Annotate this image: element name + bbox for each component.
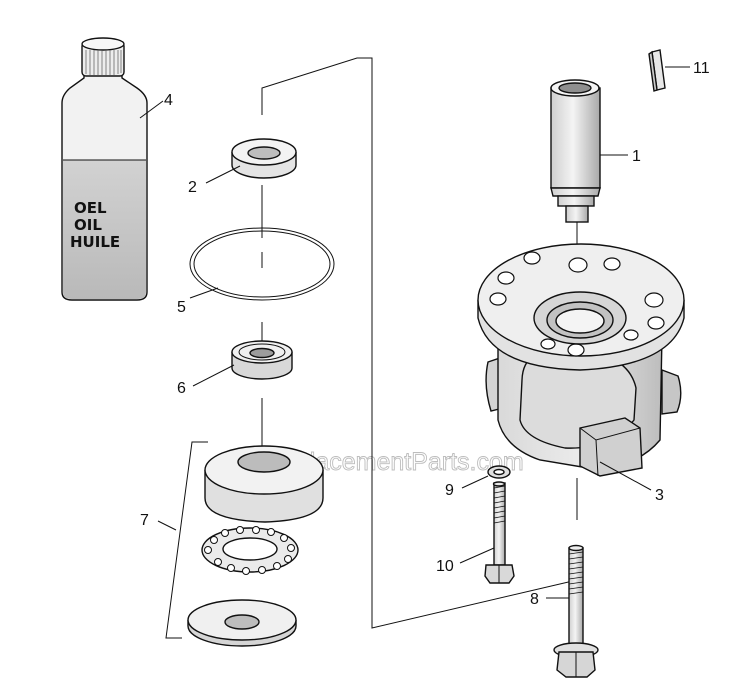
key (648, 49, 666, 92)
ball-bearing (231, 340, 293, 380)
callout-labels: 1 2 3 4 5 6 7 8 9 10 11 (140, 60, 710, 608)
guide-sleeve (550, 79, 601, 223)
leader-lines (139, 66, 690, 599)
callout-2: 2 (188, 179, 197, 196)
thrust-bearing-set (165, 441, 324, 647)
callout-11: 11 (693, 60, 710, 77)
callout-5: 5 (177, 299, 186, 316)
flange-bolt (553, 544, 599, 678)
seal-ring (231, 138, 297, 179)
o-ring (189, 227, 335, 301)
oil-bottle: OEL OIL HUILE (61, 37, 148, 301)
bottle-label-line-3: HUILE (70, 233, 120, 251)
callout-4: 4 (164, 92, 173, 109)
callout-7: 7 (140, 512, 149, 529)
housing (477, 243, 685, 477)
callout-3: 3 (655, 487, 664, 504)
callout-8: 8 (530, 591, 539, 608)
callout-10: 10 (436, 558, 454, 575)
hex-bolt (484, 481, 515, 584)
bottle-label-line-1: OEL (74, 199, 107, 217)
callout-6: 6 (177, 380, 186, 397)
callout-1: 1 (632, 148, 641, 165)
bottle-label-line-2: OIL (74, 216, 102, 234)
washer (487, 465, 511, 479)
callout-9: 9 (445, 482, 454, 499)
